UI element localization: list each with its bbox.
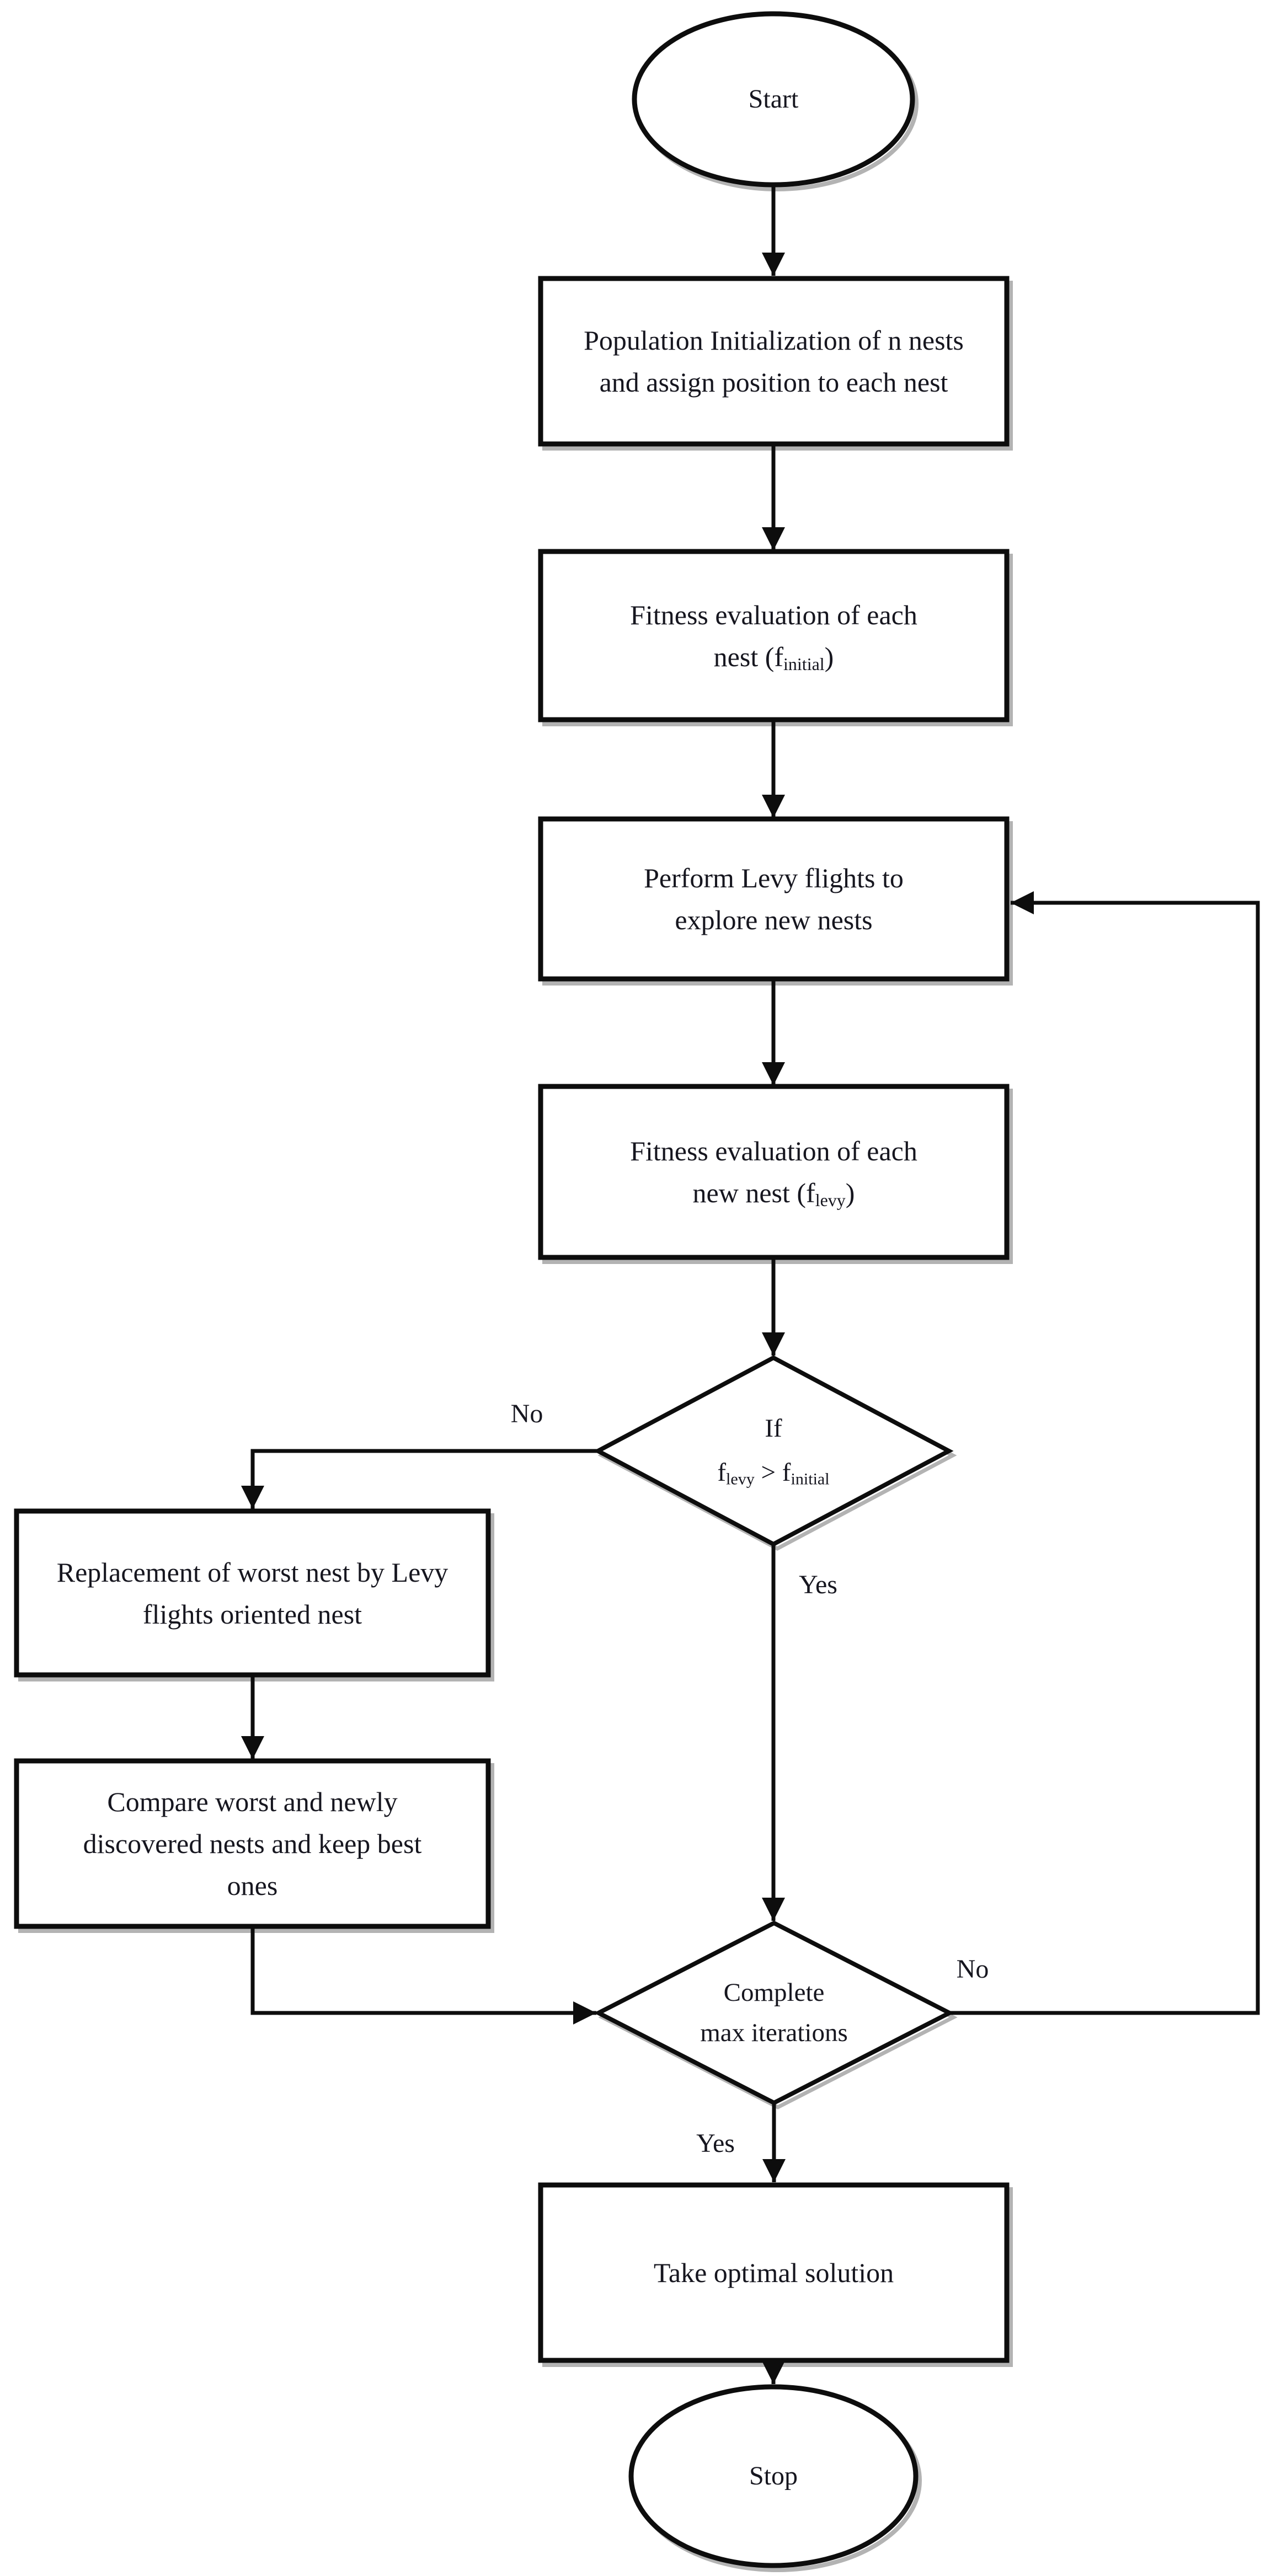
init-label: Population Initialization of n nests and… — [584, 325, 964, 398]
optimal-process-shape — [538, 2182, 1010, 2363]
fitness-initial-line1: Fitness evaluation of each — [630, 599, 917, 630]
compare-process-shape — [14, 1758, 491, 1929]
condition-levy-subscript: levy — [726, 1469, 755, 1488]
fitness-decision-shape — [593, 1355, 954, 1547]
fitness-initial-label: Fitness evaluation of each nest (finitia… — [541, 551, 1007, 720]
fitness-levy-process-shape — [538, 1084, 1010, 1260]
fitness-decision-line1: If — [765, 1414, 782, 1443]
stop-label: Stop — [749, 2461, 798, 2491]
iterations-decision-shape — [594, 1920, 954, 2106]
iterations-decision-label: Complete max iterations — [599, 1923, 949, 2103]
init-process-shape — [538, 276, 1010, 447]
start-label: Start — [748, 84, 799, 114]
edge-compare-iterations — [250, 1926, 596, 2025]
fitness-levy-line2: new nest (flevy) — [692, 1177, 855, 1211]
iterations-decision-line2: max iterations — [700, 2018, 848, 2047]
replacement-process-shape — [14, 1508, 491, 1678]
levy-flights-label: Perform Levy flights to explore new nest… — [644, 863, 904, 935]
fitness-yes-label: Yes — [799, 1570, 837, 1599]
fitness-levy-label: Fitness evaluation of each new nest (fle… — [541, 1086, 1007, 1257]
stop-terminator-shape — [628, 2384, 919, 2568]
edge-decision-no-replacement — [241, 1449, 598, 1509]
fitness-decision-condition: flevy > finitial — [717, 1458, 830, 1488]
levy-flights-process-shape — [538, 816, 1010, 982]
start-terminator-shape — [632, 11, 915, 188]
fitness-decision-label: If flevy > finitial — [598, 1358, 949, 1544]
fitness-initial-process-shape — [538, 549, 1010, 722]
fitness-no-label: No — [510, 1399, 543, 1428]
iterations-decision-line1: Complete — [723, 1978, 825, 2007]
fitness-initial-line2: nest (finitial) — [713, 641, 834, 674]
levy-subscript: levy — [815, 1190, 846, 1211]
initial-subscript: initial — [783, 654, 825, 674]
condition-initial-subscript: initial — [791, 1469, 830, 1488]
compare-label: Compare worst and newly discovered nests… — [83, 1786, 422, 1901]
iterations-no-label: No — [956, 1954, 989, 1984]
optimal-label: Take optimal solution — [653, 2257, 894, 2288]
replacement-label: Replacement of worst nest by Levy flight… — [56, 1556, 449, 1630]
iterations-yes-label: Yes — [696, 2128, 735, 2158]
fitness-levy-line1: Fitness evaluation of each — [630, 1136, 917, 1166]
edge-iterations-no-loop — [949, 891, 1260, 2015]
